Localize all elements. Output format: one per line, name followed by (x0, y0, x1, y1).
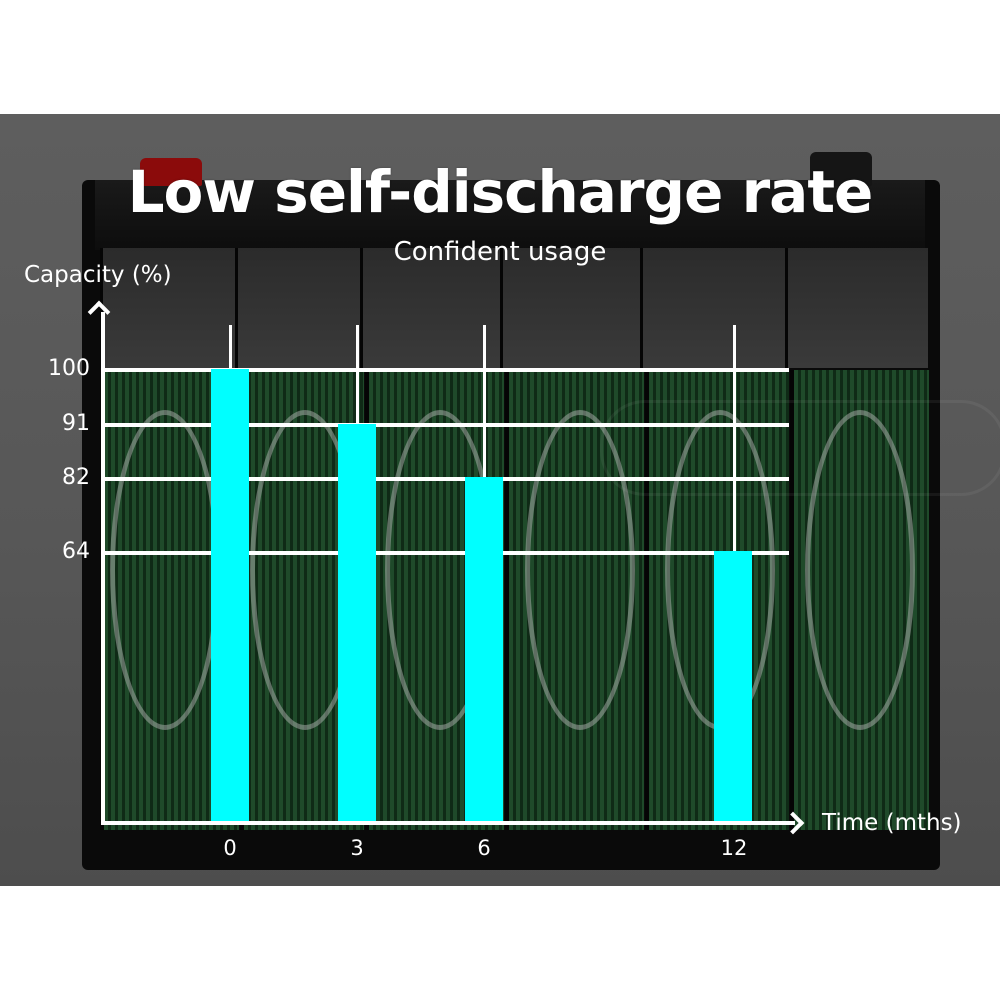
bar-month-0 (211, 369, 249, 822)
positive-terminal-icon (140, 158, 202, 186)
swirl-arrow-icon (805, 410, 915, 730)
bar-month-6 (465, 477, 503, 822)
battery-cell (500, 248, 643, 368)
x-tick-label: 12 (720, 836, 748, 860)
bar-month-12 (714, 551, 752, 822)
x-tick-label: 6 (477, 836, 491, 860)
swirl-arrow-icon (525, 410, 635, 730)
gridline-82 (103, 477, 789, 481)
y-axis (101, 312, 105, 825)
x-tick-line (483, 325, 486, 479)
x-axis-label: Time (mths) (822, 810, 962, 836)
battery-cell (640, 248, 788, 368)
gridline-100 (103, 368, 789, 372)
bar-month-3 (338, 424, 376, 822)
battery-cell (360, 248, 503, 368)
y-tick-label: 82 (62, 465, 90, 490)
y-tick-label: 100 (48, 356, 90, 381)
x-tick-label: 3 (350, 836, 364, 860)
battery-cell (235, 248, 363, 368)
gridline-91 (103, 423, 789, 427)
x-tick-label: 0 (223, 836, 237, 860)
y-axis-label: Capacity (%) (24, 262, 172, 288)
x-tick-line (733, 325, 736, 553)
y-tick-label: 64 (62, 539, 90, 564)
page-subtitle: Confident usage (393, 237, 607, 267)
watermark (600, 400, 1000, 496)
battery-lid (95, 180, 925, 250)
x-axis (101, 821, 795, 825)
x-tick-line (356, 325, 359, 425)
x-tick-line (229, 325, 232, 370)
battery-cell (100, 248, 238, 368)
battery-cell (785, 248, 928, 368)
page-title: Low self-discharge rate (127, 158, 874, 226)
gridline-64 (103, 551, 789, 555)
y-tick-label: 91 (62, 411, 90, 436)
negative-terminal-icon (810, 152, 872, 186)
swirl-arrow-icon (110, 410, 220, 730)
